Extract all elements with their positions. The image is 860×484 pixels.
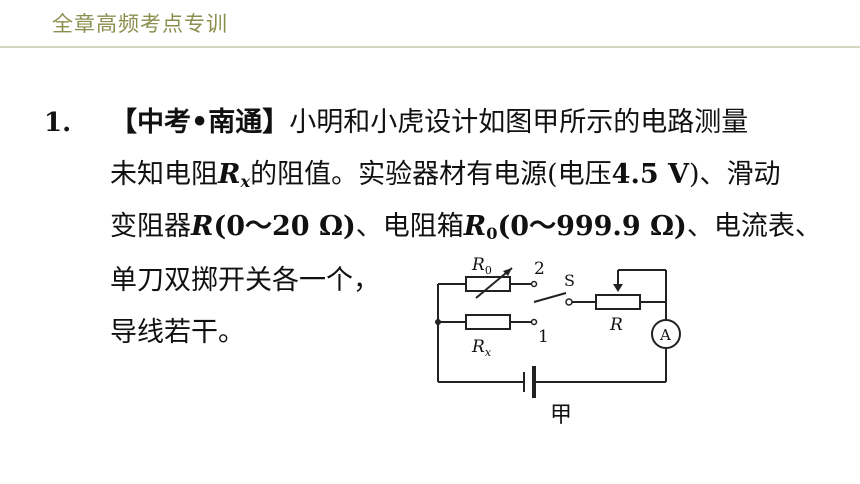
line3-text-c: 、电流表、 <box>686 211 822 242</box>
figure-caption: 甲 <box>550 403 572 428</box>
contact-2-label: 2 <box>534 259 545 279</box>
line3-text-b: 、电阻箱 <box>355 211 464 242</box>
question-line-5: 导线若干。 <box>110 317 245 348</box>
switch-label: S <box>564 271 575 290</box>
r0-range: (0～999.9 Ω) <box>497 211 687 242</box>
contact-1-label: 1 <box>538 327 549 347</box>
voltage-value: 4.5 V <box>611 159 689 190</box>
question-line-2: 未知电阻Rx的阻值。实验器材有电源(电压4.5 V)、滑动 <box>110 160 781 197</box>
line1-text: 小明和小虎设计如图甲所示的电路测量 <box>289 107 749 138</box>
rx-subscript: x <box>240 172 251 192</box>
switch-pivot <box>565 298 573 306</box>
rheostat-symbol: R <box>191 211 214 242</box>
ammeter-label: A <box>659 326 671 344</box>
slider-arrow-icon <box>613 284 623 292</box>
r0-symbol: R <box>463 211 487 242</box>
line2-text-c: )、滑动 <box>688 159 781 190</box>
rx-label: Rx <box>471 337 492 359</box>
rheostat-r <box>595 294 641 310</box>
rx-symbol: R <box>218 159 241 190</box>
header-divider <box>0 46 860 48</box>
contact-2-dot <box>530 280 538 288</box>
r0-subscript: 0 <box>486 224 498 244</box>
line2-text-b: 的阻值。实验器材有电源(电压 <box>250 159 612 190</box>
question-line-3: 变阻器R(0～20 Ω)、电阻箱R0(0～999.9 Ω)、电流表、 <box>110 212 822 249</box>
contact-1-dot <box>530 318 538 326</box>
rheostat-range: (0～20 Ω) <box>213 211 356 242</box>
circuit-diagram: R0 Rx 2 1 S R A 甲 <box>435 255 681 428</box>
question-line-1: 【中考•南通】小明和小虎设计如图甲所示的电路测量 <box>110 108 748 138</box>
rheostat-label: R <box>609 315 623 335</box>
resistor-rx <box>465 314 511 330</box>
junction-dot <box>435 319 441 325</box>
r0-label: R0 <box>471 255 492 277</box>
line2-text-a: 未知电阻 <box>110 159 218 190</box>
question-line-4: 单刀双掷开关各一个， <box>110 265 380 296</box>
line3-text-a: 变阻器 <box>110 211 191 242</box>
switch-blade <box>533 292 567 303</box>
question-number: 1. <box>44 108 72 138</box>
question-source: 【中考•南通】 <box>110 107 290 138</box>
r0-arrow-icon <box>503 268 512 276</box>
header-title: 全章高频考点专训 <box>52 12 228 36</box>
